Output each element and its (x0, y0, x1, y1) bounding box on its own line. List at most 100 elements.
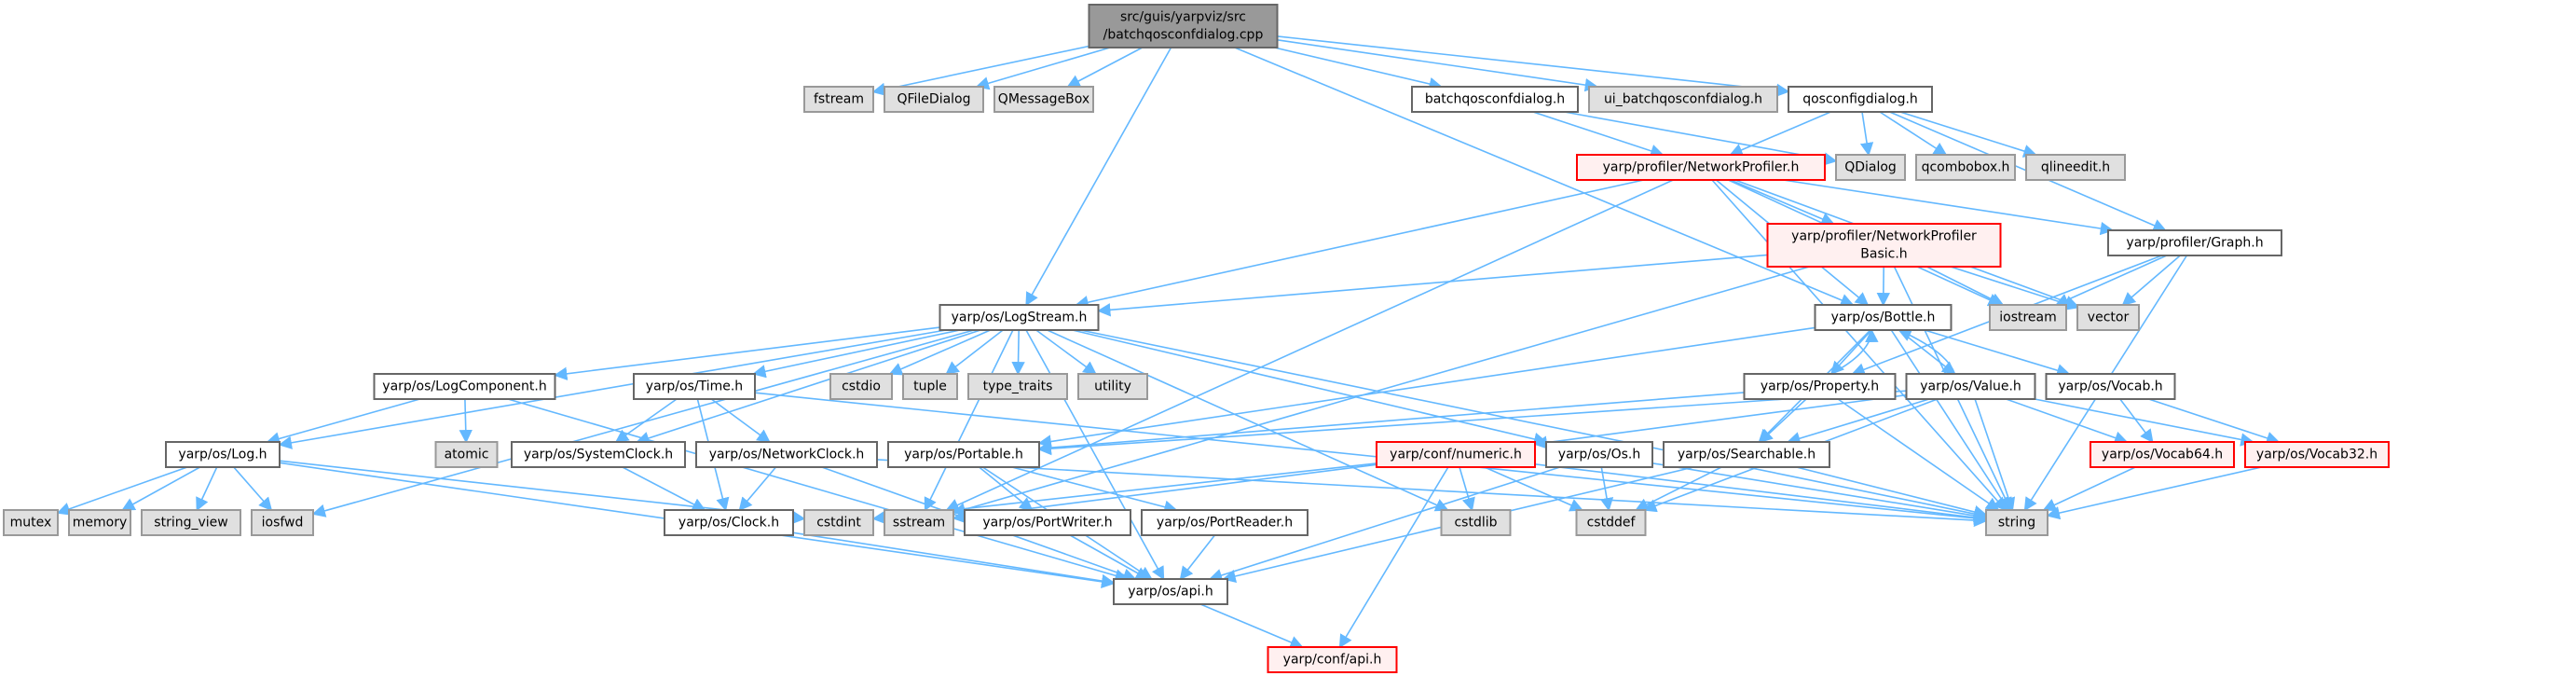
node-conf-api-h[interactable]: yarp/conf/api.h (1267, 646, 1398, 673)
node-box (2076, 304, 2140, 331)
node-portable-h[interactable]: yarp/os/Portable.h (887, 441, 1040, 468)
node-networkclock-h[interactable]: yarp/os/NetworkClock.h (695, 441, 878, 468)
node-vocab-h[interactable]: yarp/os/Vocab.h (2045, 373, 2176, 400)
edge-value_h-to-vocab64_h (2006, 398, 2129, 445)
edge-vocab64_h-to-string (2042, 466, 2136, 512)
node-label: yarp/os/Vocab.h (2058, 379, 2162, 394)
edge-networkprofilerbasic_h-to-logstream_h (1097, 254, 1768, 317)
node-batchqosconfdialog-h[interactable]: batchqosconfdialog.h (1411, 86, 1579, 113)
node-string-view: string_view (141, 509, 241, 536)
node-label: yarp/os/PortWriter.h (982, 516, 1112, 531)
node-box (1588, 86, 1778, 113)
edge-logstream_h-to-cstdio (888, 329, 991, 376)
node-utility: utility (1077, 373, 1148, 400)
edge-numeric_h-to-conf_api_h (1338, 466, 1449, 649)
node-numeric-h[interactable]: yarp/conf/numeric.h (1376, 441, 1536, 468)
node-label: yarp/os/NetworkClock.h (709, 448, 865, 462)
node-sstream: sstream (884, 509, 954, 536)
edge-time_h-to-systemclock_h (614, 398, 678, 443)
edge-root-to-batchqosconfdialog_h (1274, 47, 1443, 91)
node-box (511, 441, 686, 468)
node-systemclock-h[interactable]: yarp/os/SystemClock.h (511, 441, 686, 468)
node-label: yarp/os/Portable.h (904, 448, 1023, 462)
node-box (993, 86, 1094, 113)
edge-networkclock_h-to-clock_h (738, 466, 777, 512)
node-label: yarp/os/PortReader.h (1157, 516, 1293, 531)
node-label: yarp/os/api.h (1128, 585, 1213, 600)
node-label: type_traits (983, 379, 1053, 394)
node-api-h[interactable]: yarp/os/api.h (1113, 578, 1228, 605)
node-ui-batchqosconfdialog-h: ui_batchqosconfdialog.h (1588, 86, 1778, 113)
node-type-traits: type_traits (967, 373, 1068, 400)
node-graph-h[interactable]: yarp/profiler/Graph.h (2107, 229, 2282, 256)
edge-logstream_h-to-cstdlib (1047, 329, 1449, 512)
node-label: QMessageBox (998, 92, 1089, 107)
node-bottle-h[interactable]: yarp/os/Bottle.h (1814, 304, 1953, 331)
node-root[interactable]: src/guis/yarpviz/src/batchqosconfdialog.… (1088, 4, 1279, 48)
node-box (1376, 441, 1536, 468)
node-vocab32-h[interactable]: yarp/os/Vocab32.h (2244, 441, 2390, 468)
node-vocab64-h[interactable]: yarp/os/Vocab64.h (2090, 441, 2235, 468)
node-label: memory (73, 516, 128, 531)
node-searchable-h[interactable]: yarp/os/Searchable.h (1663, 441, 1830, 468)
edge-value_h-to-vocab32_h (2035, 398, 2254, 447)
node-label: batchqosconfdialog.h (1425, 92, 1565, 107)
node-value-h[interactable]: yarp/os/Value.h (1905, 373, 2036, 400)
node-label: yarp/os/LogStream.h (952, 310, 1088, 325)
node-label: Basic.h (1860, 247, 1907, 262)
node-os-h[interactable]: yarp/os/Os.h (1545, 441, 1653, 468)
node-label: cstdlib (1454, 516, 1497, 531)
node-label: qosconfigdialog.h (1802, 92, 1918, 107)
node-box (1989, 304, 2067, 331)
node-label: string_view (154, 516, 227, 531)
node-label: yarp/os/Property.h (1761, 379, 1879, 394)
node-label: yarp/profiler/NetworkProfiler.h (1603, 160, 1800, 175)
edge-log_h-to-memory (121, 466, 200, 511)
node-box (1985, 509, 2048, 536)
node-logstream-h[interactable]: yarp/os/LogStream.h (939, 304, 1100, 331)
node-qosconfigdialog-h[interactable]: qosconfigdialog.h (1788, 86, 1933, 113)
node-networkprofiler-h[interactable]: yarp/profiler/NetworkProfiler.h (1576, 154, 1826, 181)
node-label: yarp/conf/numeric.h (1390, 448, 1522, 462)
edge-logstream_h-to-os_h (1072, 329, 1548, 447)
node-portwriter-h[interactable]: yarp/os/PortWriter.h (964, 509, 1131, 536)
node-qlineedit-h: qlineedit.h (2025, 154, 2126, 181)
node-label: tuple (913, 379, 947, 394)
node-box (141, 509, 241, 536)
node-box (1411, 86, 1579, 113)
node-qmessagebox: QMessageBox (993, 86, 1094, 113)
edge-qosconfigdialog_h-to-qcombobox_h (1879, 111, 1948, 156)
node-tuple: tuple (902, 373, 958, 400)
edge-batchqosconfdialog_h-to-networkprofiler_h (1532, 111, 1665, 158)
node-box (884, 86, 984, 113)
node-property-h[interactable]: yarp/os/Property.h (1743, 373, 1897, 400)
edge-root-to-qmessagebox (1066, 47, 1144, 88)
node-box (165, 441, 281, 468)
edge-root-to-ui_batchqosconfdialog_h (1277, 39, 1599, 92)
edge-os_h-to-api_h (1208, 466, 1561, 582)
node-logcomponent-h[interactable]: yarp/os/LogComponent.h (373, 373, 556, 400)
edge-networkprofilerbasic_h-to-sstream (952, 266, 1810, 517)
edge-logstream_h-to-string (1080, 329, 1988, 521)
edge-logstream_h-to-tuple (945, 329, 1004, 375)
node-portreader-h[interactable]: yarp/os/PortReader.h (1141, 509, 1309, 536)
edge-bottle_h-to-vocab_h (1924, 329, 2071, 378)
node-box (939, 304, 1100, 331)
node-qdialog: QDialog (1835, 154, 1906, 181)
node-box (1267, 646, 1398, 673)
node-label: atomic (445, 448, 489, 462)
node-clock-h[interactable]: yarp/os/Clock.h (664, 509, 794, 536)
node-box (1835, 154, 1906, 181)
node-box (1077, 373, 1148, 400)
edge-logstream_h-to-api_h (1025, 329, 1165, 581)
node-label: yarp/os/Vocab64.h (2102, 448, 2223, 462)
edge-numeric_h-to-string (1534, 463, 1988, 525)
edge-graph_h-to-vector (2121, 255, 2181, 306)
node-label: /batchqosconfdialog.cpp (1103, 28, 1264, 43)
node-time-h[interactable]: yarp/os/Time.h (633, 373, 756, 400)
node-box (1788, 86, 1933, 113)
node-box (964, 509, 1131, 536)
node-log-h[interactable]: yarp/os/Log.h (165, 441, 281, 468)
